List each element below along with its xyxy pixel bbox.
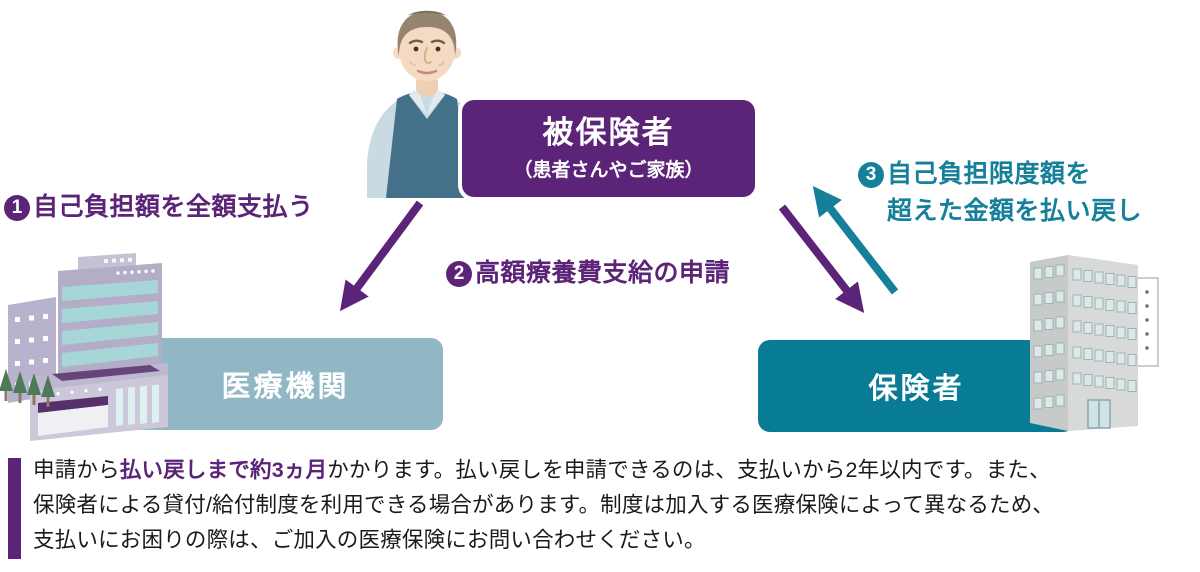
elderly-patient-illustration: [367, 10, 487, 198]
step3-number-badge: 3: [858, 162, 884, 188]
step1-label-pay-full-amount: 1 自己負担額を全額支払う: [4, 193, 314, 222]
step1-text: 自己負担額を全額支払う: [33, 193, 314, 221]
note-line-1: 申請から払い戻しまで約3ヵ月かかります。払い戻しを申請できるのは、支払いから2年…: [33, 458, 1051, 482]
note-accent-bar: [8, 458, 21, 559]
insured-subtitle: （患者さんやご家族）: [513, 159, 704, 181]
step2-text: 高額療養費支給の申請: [475, 259, 731, 287]
step2-label-benefit-application: 2 高額療養費支給の申請: [446, 259, 730, 288]
insurer-title: 保険者: [868, 373, 965, 405]
note-line-3: 支払いにお困りの際は、ご加入の医療保険にお問い合わせください。: [33, 528, 706, 552]
hospital-building-illustration: [0, 253, 168, 441]
insurer-office-building-illustration: [1030, 255, 1159, 431]
note-line-2: 保険者による貸付/給付制度を利用できる場合があります。制度は加入する医療保険によ…: [33, 493, 1055, 517]
step3-label-refund: 3 自己負担限度額を 超えた金額を払い戻し: [858, 160, 1142, 226]
step2-number-badge: 2: [446, 261, 472, 287]
purple-arrow-insured-to-medical: [340, 200, 424, 312]
note-paragraph: 申請から払い戻しまで約3ヵ月かかります。払い戻しを申請できるのは、支払いから2年…: [33, 453, 1193, 558]
purple-arrow-insured-to-insurer: [778, 204, 865, 313]
node-insured: 被保険者 （患者さんやご家族）: [462, 100, 755, 197]
step3-text-line1: 自己負担限度額を: [887, 160, 1092, 188]
medical-title: 医療機関: [221, 371, 350, 403]
node-medical-institution: 医療機関: [128, 338, 443, 430]
node-insurer: 保険者: [758, 340, 1075, 432]
note-highlight-3months: 払い戻しまで約3ヵ月: [119, 458, 328, 482]
insured-title: 被保険者: [542, 115, 675, 151]
step3-text-line2: 超えた金額を払い戻し: [887, 196, 1143, 225]
tree-icons: [0, 369, 55, 407]
step1-number-badge: 1: [4, 195, 30, 221]
